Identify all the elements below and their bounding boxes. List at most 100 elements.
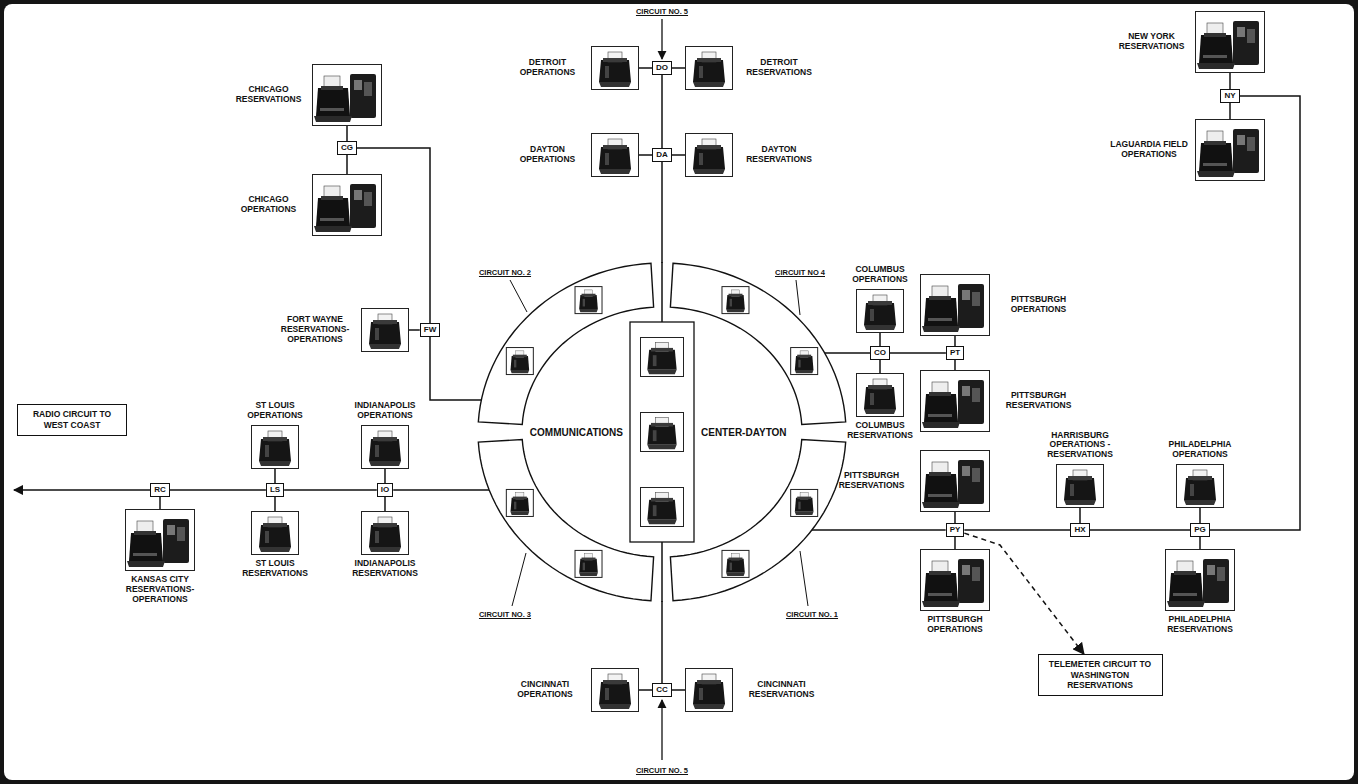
station-label: CINCINNATI OPERATIONS <box>505 680 585 700</box>
teleprinter-picture <box>127 519 189 567</box>
station-code: PT <box>950 348 960 357</box>
lid <box>797 355 811 358</box>
lid <box>651 423 673 427</box>
circuit-line <box>964 529 1070 531</box>
teleprinter-icon <box>506 348 533 375</box>
circuit-label: CIRCUIT NO. 3 <box>478 610 532 619</box>
teleprinter-node: INDIANAPOLIS RESERVATIONS <box>361 511 409 555</box>
teleprinter-node: CHICAGO RESERVATIONS <box>312 64 382 126</box>
teleprinter-node: ST LOUIS RESERVATIONS <box>251 511 299 555</box>
keyboard <box>599 704 631 709</box>
note-box: RADIO CIRCUIT TO WEST COAST <box>17 404 127 435</box>
teleprinter-icon <box>312 64 382 126</box>
photo-frame <box>1166 550 1235 611</box>
circuit-line <box>1199 537 1201 549</box>
photo-frame <box>1196 120 1265 181</box>
printer-body <box>924 474 958 502</box>
station-label: PITTSBURGH RESERVATIONS <box>829 471 914 491</box>
photo-frame <box>592 134 639 177</box>
teleprinter-node: PHILADELPHIA OPERATIONS <box>1176 464 1224 508</box>
printer-body <box>1184 478 1216 500</box>
key-row <box>1203 55 1227 58</box>
station-code: PG <box>1194 525 1206 534</box>
keyboard <box>864 325 896 330</box>
teleprinter-picture <box>922 380 984 428</box>
lid <box>728 294 742 297</box>
cabinet-panel <box>962 565 970 575</box>
lid <box>697 145 721 149</box>
teleprinter-picture <box>647 492 676 524</box>
keyboard <box>922 326 960 332</box>
highlight <box>583 299 585 307</box>
teleprinter-picture <box>795 351 814 373</box>
highlight <box>870 309 874 321</box>
printer-body <box>693 147 725 169</box>
teleprinter-picture <box>369 314 401 349</box>
teleprinter-icon <box>575 550 602 577</box>
keyboard <box>369 461 401 466</box>
circuit-line <box>1229 73 1231 89</box>
platen <box>134 531 156 535</box>
station-code-box: CG <box>337 141 357 155</box>
circuit-line <box>274 469 276 483</box>
cabinet-panel <box>962 290 970 300</box>
highlight <box>1070 484 1074 496</box>
photo-frame <box>1057 465 1104 508</box>
circuit-line <box>346 126 348 141</box>
highlight <box>699 688 703 700</box>
teleprinter-node: PITTSBURGH OPERATIONS <box>920 549 990 611</box>
platen <box>1204 141 1226 145</box>
station-code: RC <box>154 485 166 494</box>
teleprinter-icon <box>1195 11 1265 73</box>
teleprinter-node: CHICAGO OPERATIONS <box>312 174 382 236</box>
photo-frame <box>791 489 818 516</box>
station-code-box: FW <box>420 323 440 337</box>
keyboard <box>510 370 529 373</box>
note-text: TELEMETER CIRCUIT TO WASHINGTON RESERVAT… <box>1049 659 1151 690</box>
circuit-line <box>284 489 377 491</box>
printer-body <box>647 350 676 370</box>
teleprinter-icon <box>361 308 409 352</box>
highlight <box>870 393 874 405</box>
teleprinter-node: CINCINNATI RESERVATIONS <box>685 668 733 712</box>
keyboard <box>1184 500 1216 505</box>
printer-body <box>369 525 401 547</box>
highlight <box>605 153 609 165</box>
platen <box>321 86 343 90</box>
teleprinter-icon <box>791 348 818 375</box>
printer-body <box>599 60 631 82</box>
teleprinter-icon <box>591 133 639 177</box>
circuit-label: CIRCUIT NO. 2 <box>478 268 532 277</box>
keyboard <box>795 370 814 373</box>
station-label: DAYTON RESERVATIONS <box>739 145 819 165</box>
teleprinter-icon <box>920 549 990 611</box>
lid <box>513 497 527 500</box>
cabinet-panel <box>1237 27 1245 37</box>
keyboard <box>795 512 814 515</box>
station-code-box: NY <box>1220 89 1239 103</box>
station-label: DETROIT RESERVATIONS <box>739 58 819 78</box>
circuit-line <box>890 352 946 354</box>
printer-body <box>647 500 676 520</box>
photo-frame <box>592 669 639 712</box>
lid <box>582 558 596 561</box>
note-box: TELEMETER CIRCUIT TO WASHINGTON RESERVAT… <box>1038 654 1163 696</box>
station-code-box: DA <box>652 148 672 162</box>
station-label: COLUMBUS RESERVATIONS <box>838 421 923 441</box>
platen <box>929 392 951 396</box>
lid <box>1188 476 1212 480</box>
lid <box>651 348 673 352</box>
photo-frame <box>575 287 602 314</box>
keyboard <box>599 169 631 174</box>
teleprinter-node: CINCINNATI OPERATIONS <box>591 668 639 712</box>
platen <box>321 196 343 200</box>
cabinet-panel <box>972 567 980 581</box>
keyboard <box>510 512 529 515</box>
circuit-label: CIRCUIT NO. 5 <box>635 7 689 16</box>
platen <box>929 296 951 300</box>
teleprinter-node: PITTSBURGH OPERATIONS <box>920 274 990 336</box>
keyboard <box>599 82 631 87</box>
circuit-line <box>661 75 663 148</box>
lid <box>603 145 627 149</box>
teleprinter-icon <box>1165 549 1235 611</box>
